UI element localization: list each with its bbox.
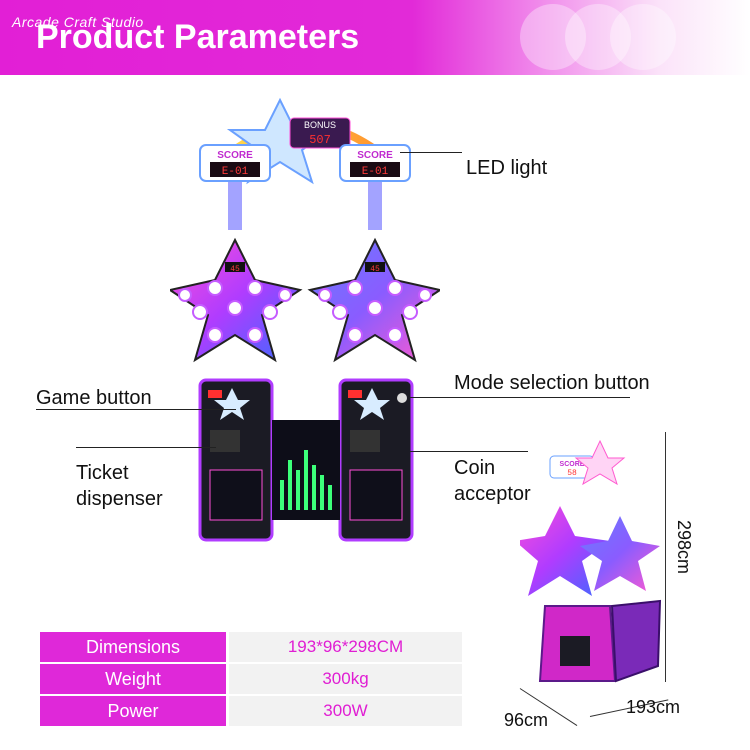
banner-decoration <box>520 4 586 70</box>
leader-ticket-dispenser <box>76 447 216 448</box>
score-label: SCORE <box>217 150 253 161</box>
height-dimension: 298cm <box>674 520 694 575</box>
small-star-panel <box>520 506 610 596</box>
equalizer-graphic <box>280 450 332 510</box>
bonus-value: 507 <box>309 133 331 147</box>
timer-display <box>365 262 385 272</box>
game-button-display <box>348 390 362 398</box>
bonus-display <box>289 117 351 149</box>
spec-key: Weight <box>40 664 226 694</box>
cabinet-logo <box>209 469 263 521</box>
right-tower: SCORE E-01 45 <box>307 144 440 542</box>
leader-game-button <box>36 409 236 410</box>
game-button <box>354 388 390 420</box>
label-led-light: LED light <box>466 157 548 179</box>
timer-value: 45 <box>370 265 380 274</box>
width-dimension: 193cm <box>626 697 681 717</box>
left-tower: SCORE E-01 45 <box>170 144 303 542</box>
bonus-label: BONUS <box>304 120 336 130</box>
led-column <box>368 182 382 230</box>
led-column <box>228 182 242 230</box>
spec-value: 300W <box>229 696 462 726</box>
spec-row-dimensions: Dimensions 193*96*298CM <box>40 632 462 662</box>
score-label: SCORE <box>357 150 393 161</box>
page-title: Product Parameters <box>36 18 360 56</box>
spec-value: 300kg <box>229 664 462 694</box>
small-cabinet-logo <box>560 636 590 666</box>
label-game-button: Game button <box>36 387 152 409</box>
spec-key: Power <box>40 696 226 726</box>
small-score-label: SCORE <box>560 461 585 468</box>
score-display <box>210 162 260 177</box>
cabinet-logo <box>349 469 403 521</box>
spec-value: 193*96*298CM <box>229 632 462 662</box>
height-dimension-line <box>665 432 666 682</box>
timer-display <box>225 262 245 272</box>
ticket-slot <box>210 430 240 452</box>
small-score-value: 58 <box>567 469 577 478</box>
leader-mode-selection <box>410 397 630 398</box>
spec-row-weight: Weight 300kg <box>40 664 462 694</box>
spec-table: Dimensions 193*96*298CM Weight 300kg Pow… <box>40 632 462 728</box>
leader-coin-acceptor <box>410 451 528 452</box>
score-value: E-01 <box>362 166 389 178</box>
score-display <box>350 162 400 177</box>
small-star-panel <box>580 516 660 591</box>
label-ticket-dispenser: Ticket dispenser <box>76 462 163 510</box>
coin-slot <box>350 430 380 452</box>
label-coin-acceptor: Coin acceptor <box>454 457 531 505</box>
leader-led-light <box>400 152 462 153</box>
small-cabinet-side <box>610 599 662 683</box>
game-button-display <box>208 390 222 398</box>
small-machine-illustration: SCORE 58 <box>520 439 662 683</box>
spec-row-power: Power 300W <box>40 696 462 726</box>
mode-selection-button <box>397 393 407 403</box>
spec-key: Dimensions <box>40 632 226 662</box>
game-button <box>214 388 250 420</box>
label-mode-selection-button: Mode selection button <box>454 372 650 394</box>
score-value: E-01 <box>222 166 249 178</box>
depth-dimension: 96cm <box>504 710 549 730</box>
small-bonus-star <box>574 439 626 486</box>
banner-decoration <box>610 4 676 70</box>
banner-decoration <box>565 4 631 70</box>
brand-watermark: Arcade Craft Studio <box>12 14 144 30</box>
arcade-machine-illustration: BONUS 507 SCORE E-01 45 SCORE E-01 45 <box>170 97 440 542</box>
header-banner: Arcade Craft Studio Product Parameters <box>0 0 750 75</box>
timer-value: 45 <box>230 265 240 274</box>
